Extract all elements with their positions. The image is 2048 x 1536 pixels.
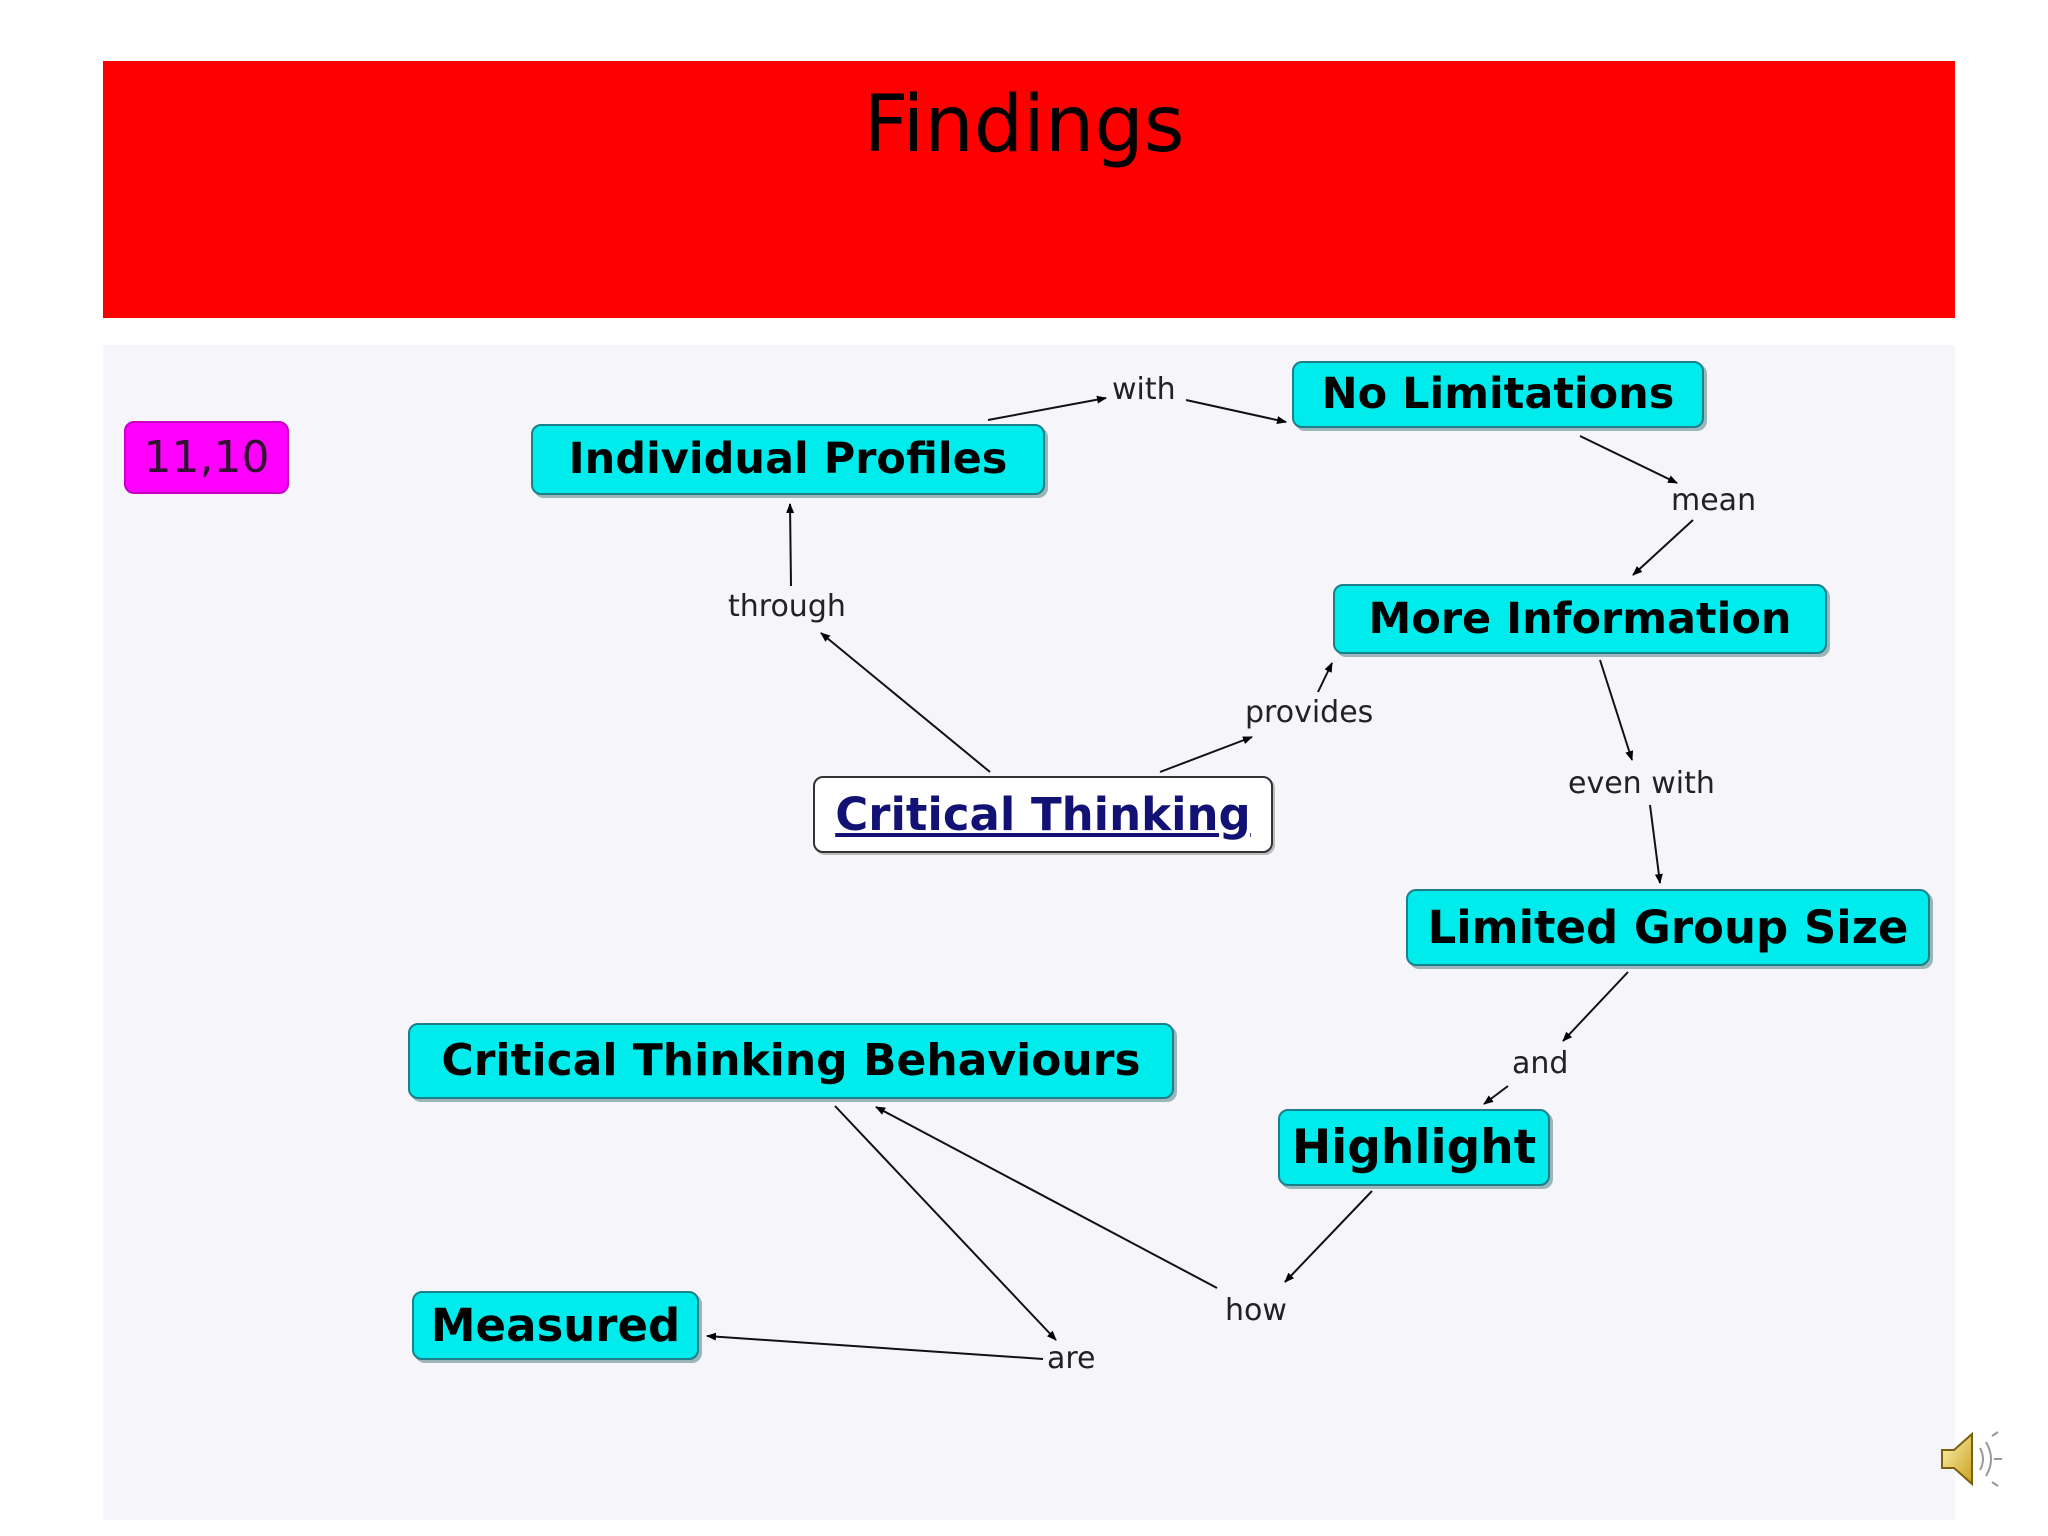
- link-label-are: are: [1047, 1341, 1096, 1376]
- edge-ctb-are: [834, 1105, 1057, 1341]
- concept-critical-thinking-behaviours: Critical Thinking Behaviours: [408, 1023, 1174, 1099]
- edge-with-nolimits: [1185, 399, 1287, 424]
- concept-limited-group-size: Limited Group Size: [1406, 889, 1930, 966]
- edge-critical-through: [820, 632, 991, 773]
- link-label-provides: provides: [1245, 695, 1374, 730]
- edge-are-measured: [706, 1332, 1044, 1360]
- link-label-with: with: [1112, 372, 1176, 407]
- link-label-through: through: [728, 589, 846, 624]
- concept-critical-thinking-link[interactable]: Critical Thinking: [813, 776, 1273, 853]
- link-label-how: how: [1225, 1293, 1287, 1328]
- concept-no-limitations: No Limitations: [1292, 361, 1704, 428]
- edge-how-ctb: [875, 1106, 1218, 1289]
- edge-nolimits-mean: [1579, 435, 1678, 484]
- link-label-and: and: [1512, 1046, 1569, 1081]
- edge-evenwith-limited: [1649, 804, 1663, 884]
- link-label-mean: mean: [1671, 483, 1757, 518]
- concept-highlight: Highlight: [1278, 1109, 1550, 1186]
- title-bar: [103, 61, 1955, 318]
- edge-highlight-how: [1284, 1190, 1373, 1283]
- edge-critical-provides: [1159, 736, 1253, 773]
- concept-more-information: More Information: [1333, 584, 1827, 654]
- link-label-even-with: even with: [1568, 766, 1715, 801]
- edge-and-highlight: [1483, 1085, 1509, 1105]
- edge-limited-and: [1562, 971, 1629, 1042]
- edge-profiles-with: [987, 395, 1107, 421]
- edge-moreinfo-evenwith: [1599, 659, 1634, 761]
- edge-mean-moreinfo: [1632, 519, 1694, 576]
- speaker-icon[interactable]: [1936, 1426, 2006, 1492]
- concept-individual-profiles: Individual Profiles: [531, 424, 1045, 495]
- slide-title: Findings: [863, 80, 1185, 170]
- edge-through-profiles: [786, 503, 795, 587]
- edge-provides-moreinfo: [1317, 662, 1333, 693]
- slide-number-tag: 11,10: [124, 421, 289, 494]
- concept-measured: Measured: [412, 1291, 699, 1360]
